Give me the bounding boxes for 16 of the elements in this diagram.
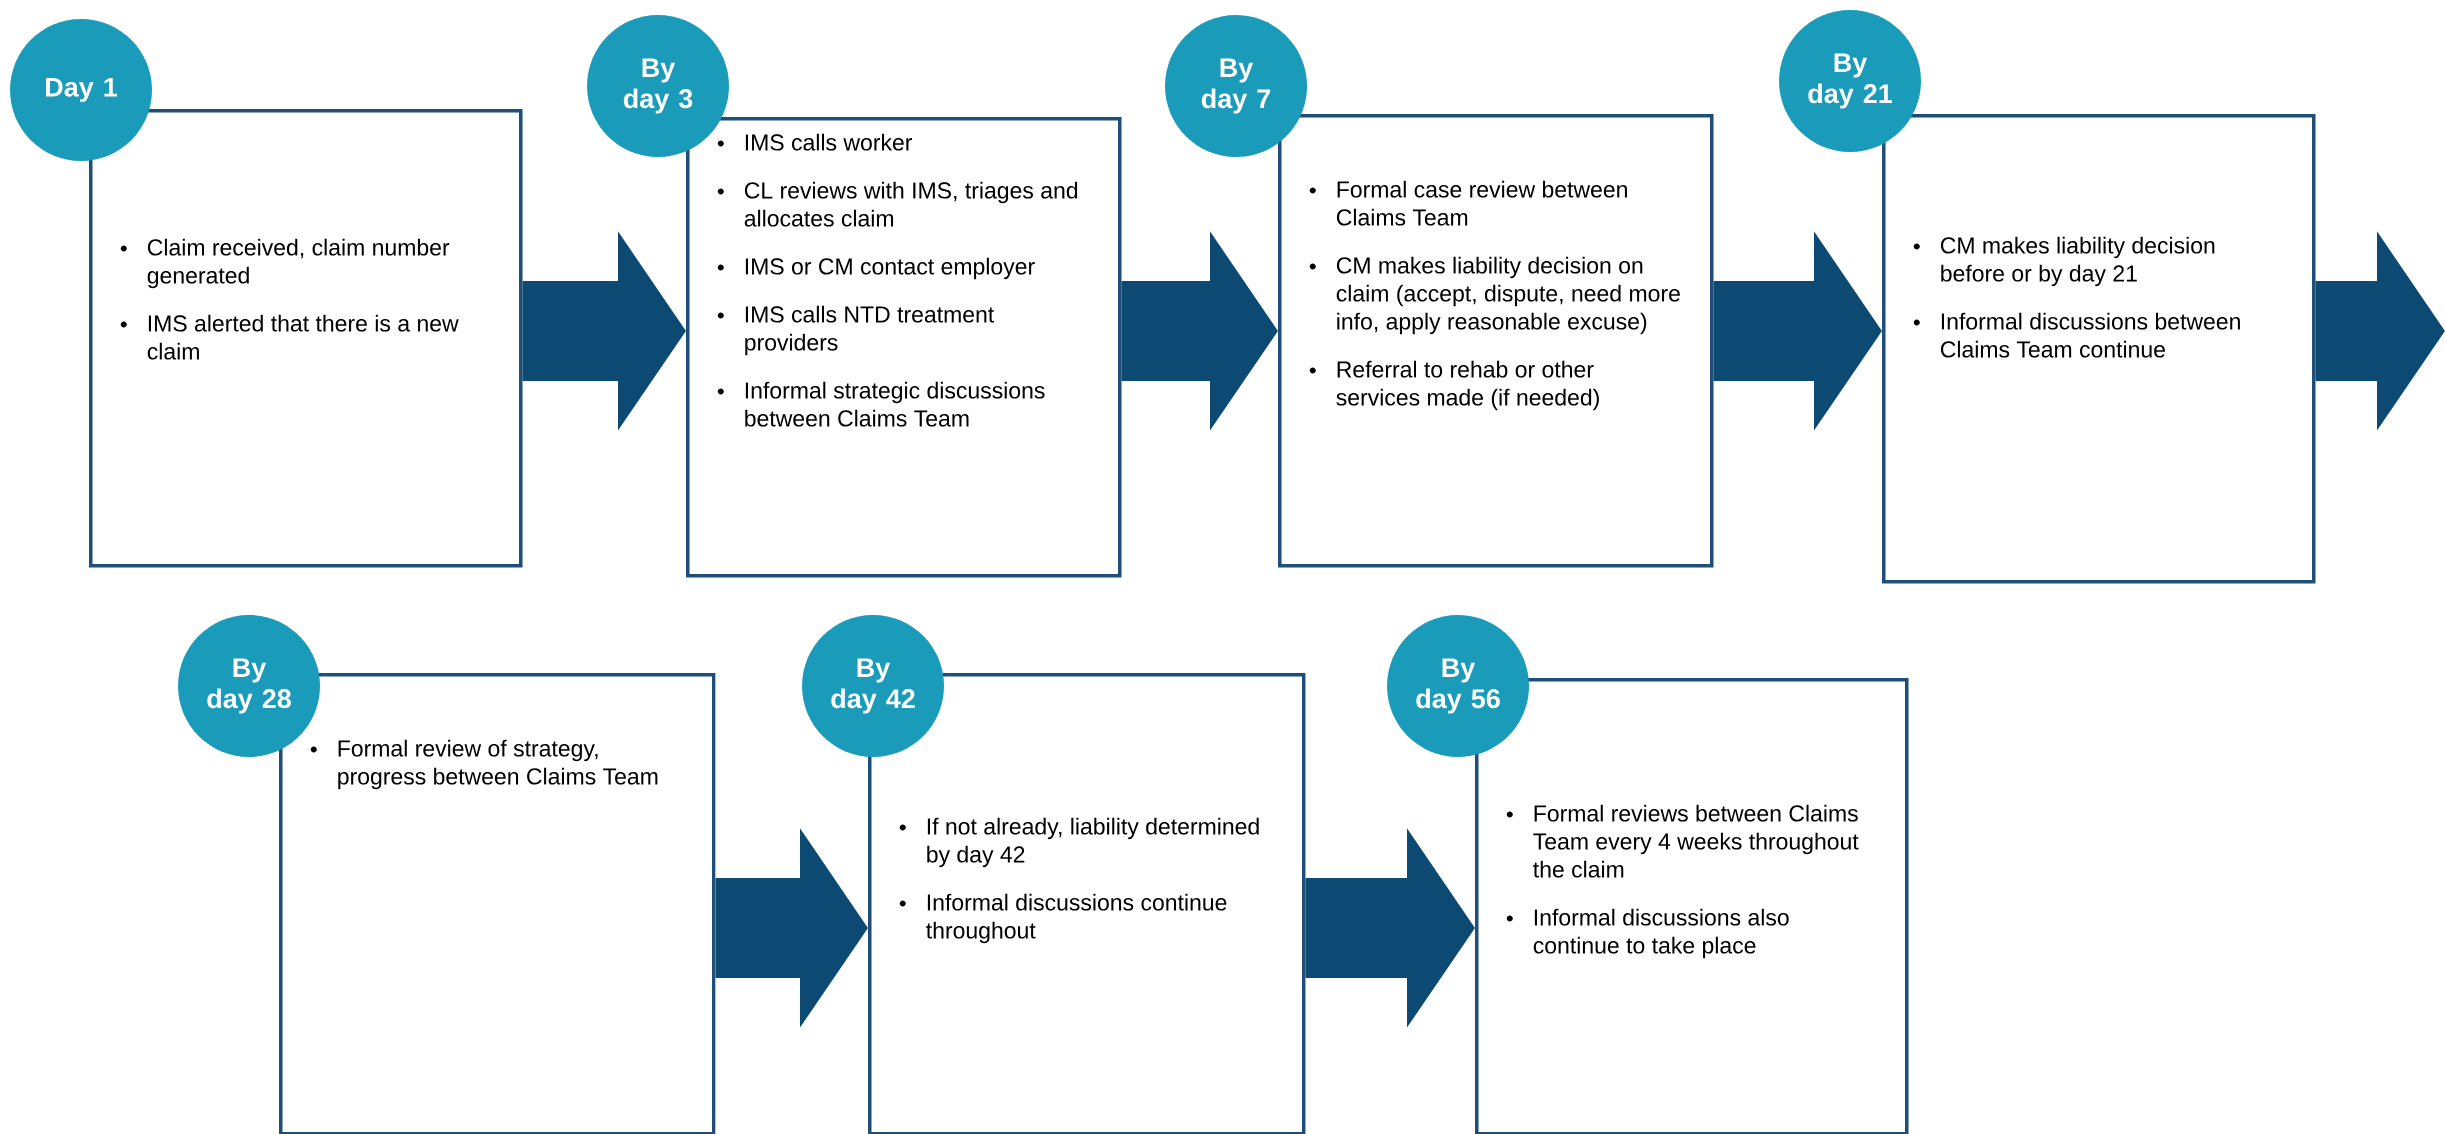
day-badge: By day 21 [1779,10,1921,152]
step-box: Claim received, claim number generated IMS alerted that there is a new claim [89,109,523,568]
node-label: IMS or CM contact employer [745,257,1035,280]
day-badge: Day 1 [10,19,152,161]
node-label: CL reviews with IMS, triages and allocates claim [744,181,1078,227]
node-label: IMS calls worker [745,133,913,151]
step-box: Formal case review between Claims Team CM makes liability decision on claim (accept, dispute, need more info, apply reasonable excuse) Referral to rehab or other services made (if needed) [1278,114,1714,568]
step-box: IMS calls worker CL reviews with IMS, triages and allocates claim IMS or CM contact employer IMS calls NTD treatment providers Informal strategic discussions between Claims Team [686,117,1122,578]
node-label: IMS calls NTD treatment providers [745,305,995,356]
day-badge: By day 28 [178,615,320,757]
day-badge: By day 42 [802,615,944,757]
node-label: Informal strategic discussions between Claims Team [745,381,1045,427]
day-badge: By day 3 [587,15,729,157]
day-badge: By day 7 [1165,15,1307,157]
step-box: CM makes liability decision before or by day 21 Informal discussions between Claims Team continue [1882,114,2316,584]
day-badge: By day 56 [1387,615,1529,757]
